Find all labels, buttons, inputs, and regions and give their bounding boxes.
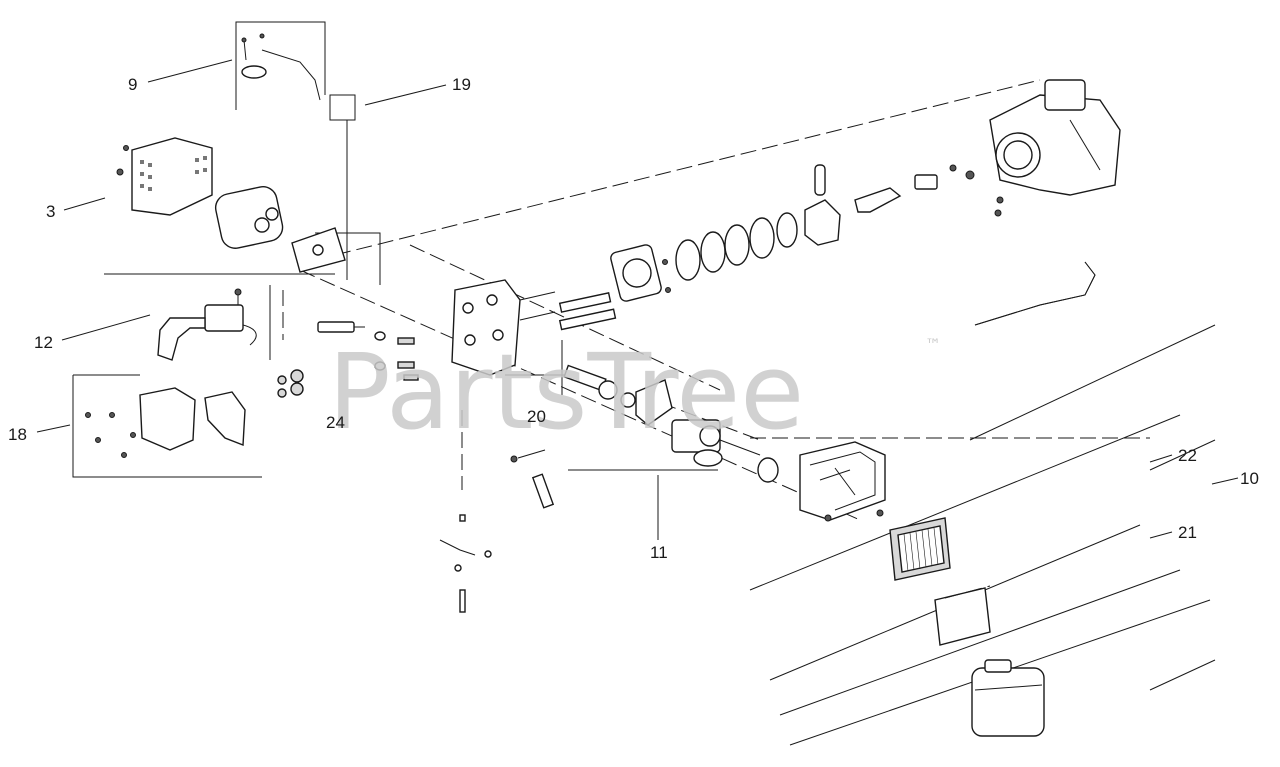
bracket-18: [72, 374, 262, 478]
callout-3: 3: [46, 202, 55, 221]
callout-12: 12: [34, 333, 53, 352]
trademark-symbol: ™: [925, 335, 941, 354]
callout-19: 19: [452, 75, 471, 94]
fuel-line-part: [974, 261, 1096, 326]
assembly-lines: [104, 79, 1216, 746]
crankshaft-part: [510, 364, 673, 509]
callout-9: 9: [128, 75, 137, 94]
bracket-12: [269, 285, 284, 360]
callout-leaders: [36, 59, 1239, 540]
muffler-part: [116, 137, 346, 273]
bracket-19: [329, 94, 356, 280]
bracket-9: [235, 21, 326, 110]
pre-filter-part: [934, 585, 991, 646]
callout-24: 24: [326, 413, 345, 432]
callout-11: 11: [650, 543, 668, 562]
cylinder-block-part: [451, 279, 617, 376]
linkage-part: [439, 514, 492, 613]
crankcase-part: [989, 79, 1121, 217]
air-filter-housing-part: [757, 441, 886, 522]
partstree-watermark: PartsTree: [328, 331, 804, 453]
oil-bottle-part: [971, 659, 1045, 737]
callout-20: 20: [527, 407, 546, 426]
callout-labels: 9 19 3 12 18 24 20 11 22 10 21: [8, 75, 1259, 562]
spark-plug-part: [277, 321, 419, 398]
throttle-cable-part: [241, 33, 321, 101]
callout-21: 21: [1178, 523, 1197, 542]
carburetor-part: [671, 419, 761, 467]
callout-18: 18: [8, 425, 27, 444]
piston-rings-part: [610, 164, 975, 302]
callout-10: 10: [1240, 469, 1259, 488]
callout-22: 22: [1178, 446, 1197, 465]
air-filter-element-part: [889, 517, 951, 581]
ignition-coil-part: [157, 288, 257, 361]
recoil-cover-part: [85, 387, 246, 458]
